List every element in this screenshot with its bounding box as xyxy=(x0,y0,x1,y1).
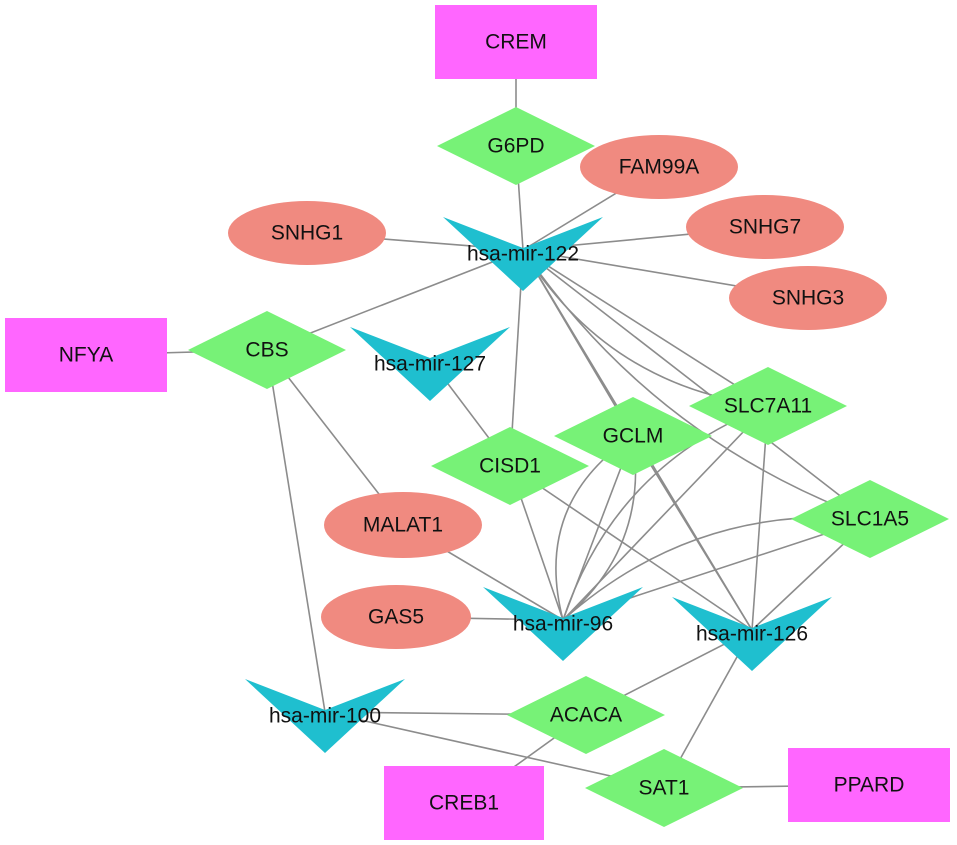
node-g6pd[interactable]: G6PD xyxy=(437,107,595,185)
mirna-arrow-shape xyxy=(350,327,510,401)
node-label: SAT1 xyxy=(639,777,690,800)
tf-rect-shape xyxy=(788,748,950,822)
node-snhg7[interactable]: SNHG7 xyxy=(686,195,844,259)
tf-rect-shape xyxy=(5,318,167,392)
gene-diamond-shape xyxy=(585,749,743,827)
node-acaca[interactable]: ACACA xyxy=(507,676,665,754)
node-slc7a11[interactable]: SLC7A11 xyxy=(689,367,847,445)
gene-diamond-shape xyxy=(507,676,665,754)
edge-mir122-slc7a11 xyxy=(522,249,769,407)
edge-mir122-slc1a5 xyxy=(522,249,871,520)
tf-rect-shape xyxy=(384,766,544,840)
node-label: GCLM xyxy=(603,425,664,448)
node-label: hsa-mir-100 xyxy=(269,705,381,728)
mirna-arrow-shape xyxy=(245,679,405,753)
tf-rect-shape xyxy=(435,5,597,79)
node-crem[interactable]: CREM xyxy=(435,5,597,79)
node-label: CREB1 xyxy=(429,792,499,815)
edge-gclm-mir126 xyxy=(632,435,753,631)
node-creb1[interactable]: CREB1 xyxy=(384,766,544,840)
node-label: CISD1 xyxy=(479,455,541,478)
lncrna-ellipse-shape xyxy=(324,492,482,558)
mirna-arrow-shape xyxy=(672,597,832,671)
node-cisd1[interactable]: CISD1 xyxy=(431,427,589,505)
gene-diamond-shape xyxy=(791,480,949,558)
gene-diamond-shape xyxy=(689,367,847,445)
edge-mir100-sat1 xyxy=(324,711,665,789)
node-label: hsa-mir-122 xyxy=(467,243,579,266)
lncrna-ellipse-shape xyxy=(729,266,887,330)
gene-diamond-shape xyxy=(188,311,346,389)
node-slc1a5[interactable]: SLC1A5 xyxy=(791,480,949,558)
lncrna-ellipse-shape xyxy=(321,585,471,649)
lncrna-ellipse-shape xyxy=(580,135,738,199)
node-mir96[interactable]: hsa-mir-96 xyxy=(483,587,643,661)
gene-diamond-shape xyxy=(554,397,712,475)
node-label: GAS5 xyxy=(368,606,424,629)
node-label: CREM xyxy=(485,31,547,54)
node-sat1[interactable]: SAT1 xyxy=(585,749,743,827)
node-label: PPARD xyxy=(834,774,905,797)
node-label: MALAT1 xyxy=(363,514,443,537)
node-gclm[interactable]: GCLM xyxy=(554,397,712,475)
mirna-arrow-shape xyxy=(443,217,603,291)
node-label: NFYA xyxy=(59,344,113,367)
node-label: SNHG7 xyxy=(729,216,801,239)
node-ppard[interactable]: PPARD xyxy=(788,748,950,822)
edge-slc7a11-mir96 xyxy=(562,405,769,621)
node-label: FAM99A xyxy=(619,156,700,179)
node-label: hsa-mir-126 xyxy=(696,623,808,646)
node-label: ACACA xyxy=(550,704,622,727)
node-snhg1[interactable]: SNHG1 xyxy=(228,201,386,265)
node-label: SNHG3 xyxy=(772,287,844,310)
mirna-arrow-shape xyxy=(483,587,643,661)
node-snhg3[interactable]: SNHG3 xyxy=(729,266,887,330)
node-nfya[interactable]: NFYA xyxy=(5,318,167,392)
gene-diamond-shape xyxy=(437,107,595,185)
node-mir127[interactable]: hsa-mir-127 xyxy=(350,327,510,401)
edge-cbs-mir100 xyxy=(266,349,326,713)
edge-mir122-slc1a5 xyxy=(522,249,871,520)
node-mir126[interactable]: hsa-mir-126 xyxy=(672,597,832,671)
node-label: hsa-mir-127 xyxy=(374,353,486,376)
node-layer: CREM NFYA CREB1 PPARD G6PD CBS CISD1 GCLM SLC7A1… xyxy=(5,5,950,840)
node-fam99a[interactable]: FAM99A xyxy=(580,135,738,199)
node-malat1[interactable]: MALAT1 xyxy=(324,492,482,558)
node-label: SNHG1 xyxy=(271,222,343,245)
lncrna-ellipse-shape xyxy=(686,195,844,259)
node-label: SLC7A11 xyxy=(724,395,812,418)
lncrna-ellipse-shape xyxy=(228,201,386,265)
gene-diamond-shape xyxy=(431,427,589,505)
node-label: G6PD xyxy=(487,135,544,158)
node-mir100[interactable]: hsa-mir-100 xyxy=(245,679,405,753)
node-label: hsa-mir-96 xyxy=(513,613,613,636)
node-label: CBS xyxy=(245,339,288,362)
node-label: SLC1A5 xyxy=(831,508,909,531)
node-cbs[interactable]: CBS xyxy=(188,311,346,389)
node-mir122[interactable]: hsa-mir-122 xyxy=(443,217,603,291)
node-gas5[interactable]: GAS5 xyxy=(321,585,471,649)
